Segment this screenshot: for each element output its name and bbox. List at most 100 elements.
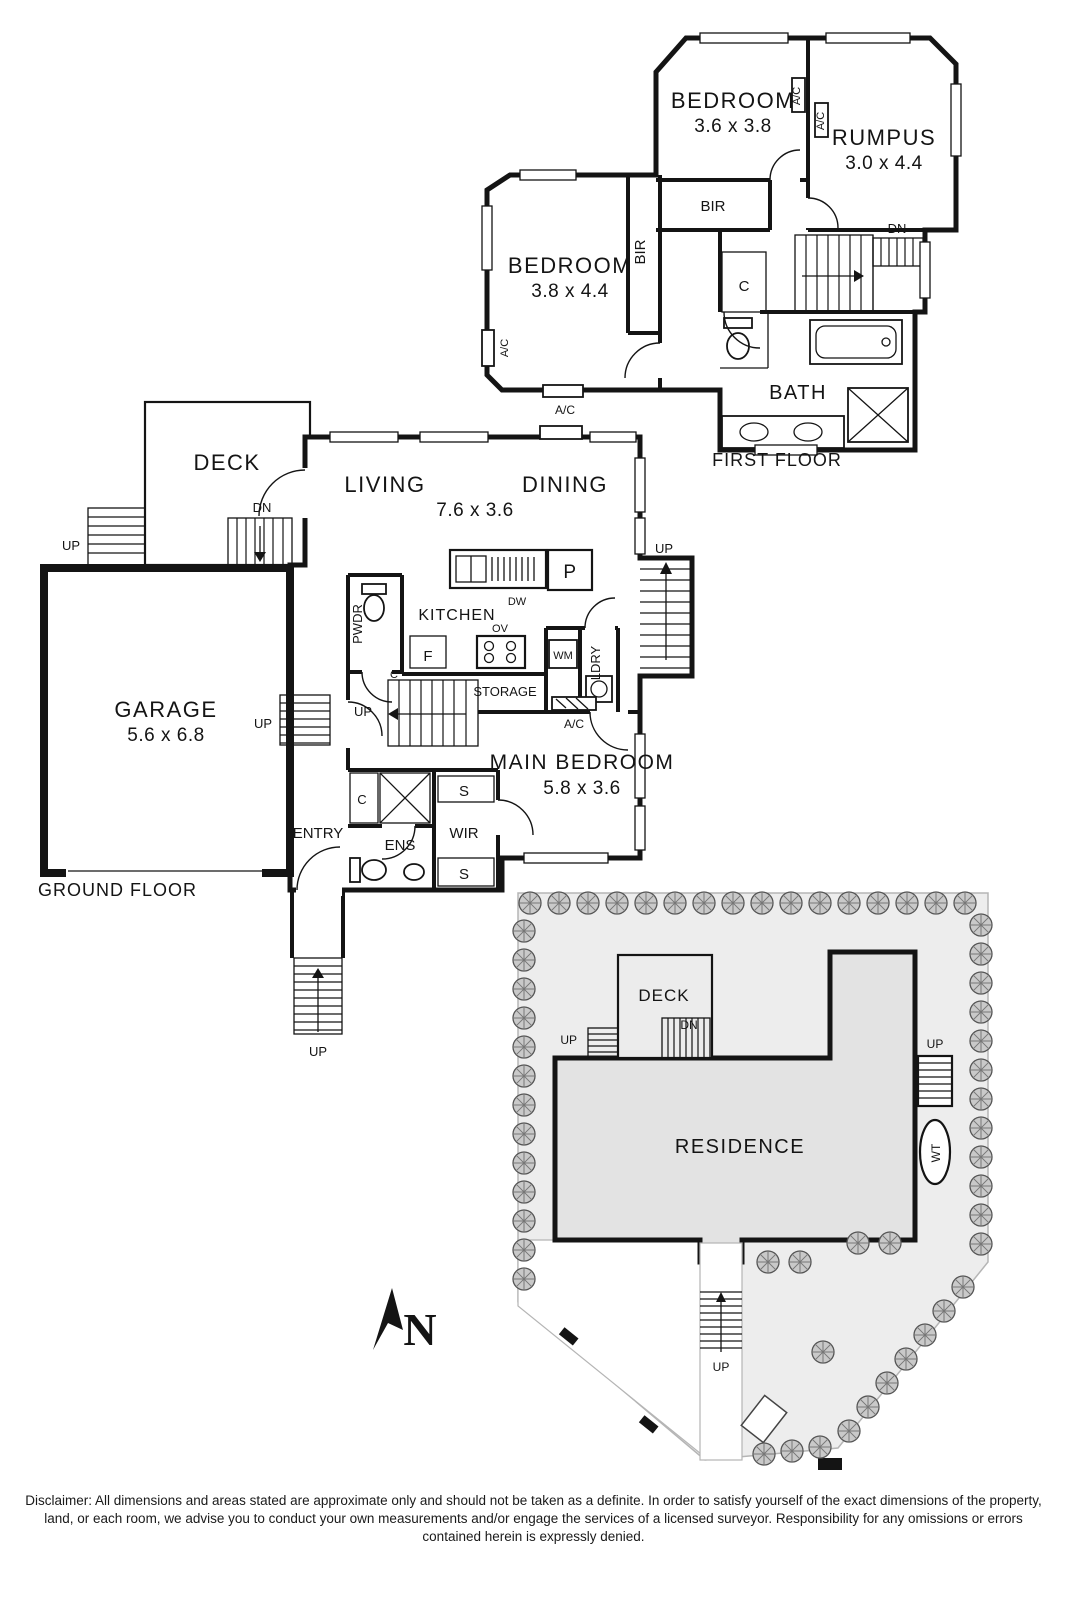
pwdr-toilet-tank — [361, 583, 387, 595]
gf-up-right-label: UP — [655, 541, 673, 556]
ff-doors — [624, 149, 839, 379]
ff-windows — [481, 32, 962, 456]
site-peg-1 — [558, 1327, 579, 1346]
room-label-garage: GARAGE — [114, 697, 217, 722]
ground-floor-caption: GROUND FLOOR — [38, 880, 197, 900]
room-label-dining: DINING — [522, 472, 608, 497]
bir-top-label: BIR — [700, 198, 725, 215]
site-residence-outline — [552, 949, 918, 1265]
wir-label: WIR — [449, 825, 478, 842]
gf-up-center-label: UP — [354, 704, 372, 719]
ens-label: ENS — [385, 837, 416, 854]
basin-icon-2 — [793, 422, 823, 442]
gf-center-treads — [398, 680, 467, 746]
ac-unit-1 — [791, 77, 806, 113]
site-deck-dn-treads — [667, 1018, 705, 1058]
site-ramp — [740, 1394, 788, 1444]
pantry-box — [546, 548, 594, 592]
site-side-treads — [918, 1062, 952, 1099]
shower-cross — [847, 387, 909, 443]
site-deck-outline — [616, 953, 714, 1060]
site-peg-2 — [638, 1415, 659, 1434]
first-floor-caption: FIRST FLOOR — [712, 450, 842, 470]
gf-doors — [258, 469, 629, 891]
site-driveway — [517, 1239, 707, 1460]
gf-deck-dn-arrow-head — [254, 552, 266, 562]
island-hatch — [491, 557, 535, 581]
oven-label: OV — [492, 623, 509, 635]
gf-up-deck-label: UP — [62, 538, 80, 553]
ens-toilet-tank — [349, 857, 361, 883]
room-dims-bedroom2: 3.8 x 4.4 — [531, 281, 608, 302]
gf-center-stairs — [387, 679, 479, 747]
gf-interior-walls — [290, 573, 640, 958]
ff-cupboard-label: C — [739, 278, 750, 295]
compass: N — [373, 1288, 437, 1355]
pantry-label: P — [563, 562, 576, 583]
shelf-bottom-label: S — [459, 866, 469, 883]
room-label-bedroom1: BEDROOM — [671, 88, 795, 113]
gf-ac-hatch — [555, 697, 589, 710]
room-label-kitchen: KITCHEN — [418, 607, 495, 624]
shelf-top-label: S — [459, 783, 469, 800]
room-dims-garage: 5.6 x 6.8 — [127, 725, 204, 746]
ldry-label: LDRY — [588, 645, 603, 680]
site-plan: DECK UP DN UP WT RESIDENCE UP — [512, 891, 993, 1470]
vanity-icon — [721, 415, 845, 449]
laundry-tub-bowl — [590, 680, 608, 698]
ac-unit-4 — [542, 384, 584, 398]
gf-ac-unit — [551, 696, 597, 711]
shelf-top-box — [437, 775, 495, 803]
cooktop-icon — [475, 634, 527, 670]
site-up-side-label: UP — [927, 1037, 944, 1051]
pwdr-toilet-icon — [363, 594, 385, 622]
bathtub-inner — [815, 325, 897, 359]
ac-unit-2 — [814, 102, 829, 138]
gf-garage-steps-treads — [280, 702, 330, 744]
site-up-deck-label: UP — [560, 1033, 577, 1047]
bathtub-icon — [809, 319, 903, 365]
room-dims-rumpus: 3.0 x 4.4 — [845, 153, 922, 174]
pwdr-label: PWDR — [350, 604, 365, 644]
room-label-bedroom2: BEDROOM — [508, 253, 632, 278]
room-label-bath: BATH — [769, 382, 827, 404]
entry-door-gap — [296, 884, 342, 896]
gf-cupboard-stairs-label: C — [390, 669, 398, 681]
gf-deck-dn-treads — [236, 518, 284, 565]
gf-ac-label: A/C — [564, 717, 584, 731]
site-marker — [818, 1458, 842, 1470]
basin-icon-1 — [739, 422, 769, 442]
storage-label: STORAGE — [473, 684, 537, 699]
wm-label: WM — [553, 650, 573, 662]
north-label: N — [403, 1304, 436, 1355]
linen-cross — [379, 772, 431, 824]
bath-wc-partition — [720, 312, 769, 369]
ac-unit-3 — [481, 329, 495, 367]
ac-label-2: A/C — [815, 112, 827, 130]
water-tank-label: WT — [929, 1143, 943, 1162]
north-arrow-icon — [373, 1288, 403, 1350]
site-residence-label: RESIDENCE — [675, 1136, 805, 1158]
room-dims-living: 7.6 x 3.6 — [436, 500, 513, 521]
room-label-living: LIVING — [344, 472, 425, 497]
ff-cupboard — [721, 251, 767, 313]
gf-cupboard-bedroom-label: C — [357, 792, 366, 807]
linen-press — [379, 772, 431, 824]
ground-floor-plan: DECK UP DN LIVING DINING 7.6 x 3.6 P DW … — [38, 400, 695, 1059]
room-label-deck: DECK — [193, 450, 260, 475]
garage-outline — [40, 564, 294, 877]
ac-label-1: A/C — [791, 87, 803, 105]
site-deck-up-stairs — [587, 1027, 619, 1059]
gf-right-arrow-head — [660, 562, 672, 574]
dishwasher-label: DW — [508, 596, 527, 608]
gf-center-arrow-head — [388, 708, 398, 720]
first-floor-plan: BEDROOM 3.6 x 3.8 RUMPUS 3.0 x 4.4 BIR B… — [481, 32, 962, 470]
site-deck-label: DECK — [638, 986, 689, 1005]
ff-stairs-treads — [805, 235, 874, 312]
ac-label-3: A/C — [499, 339, 511, 357]
gf-porch-stairs — [293, 957, 343, 1035]
bedroom-cupboard — [349, 772, 379, 824]
gf-windows — [329, 431, 646, 864]
toilet-tank-icon — [723, 317, 753, 329]
